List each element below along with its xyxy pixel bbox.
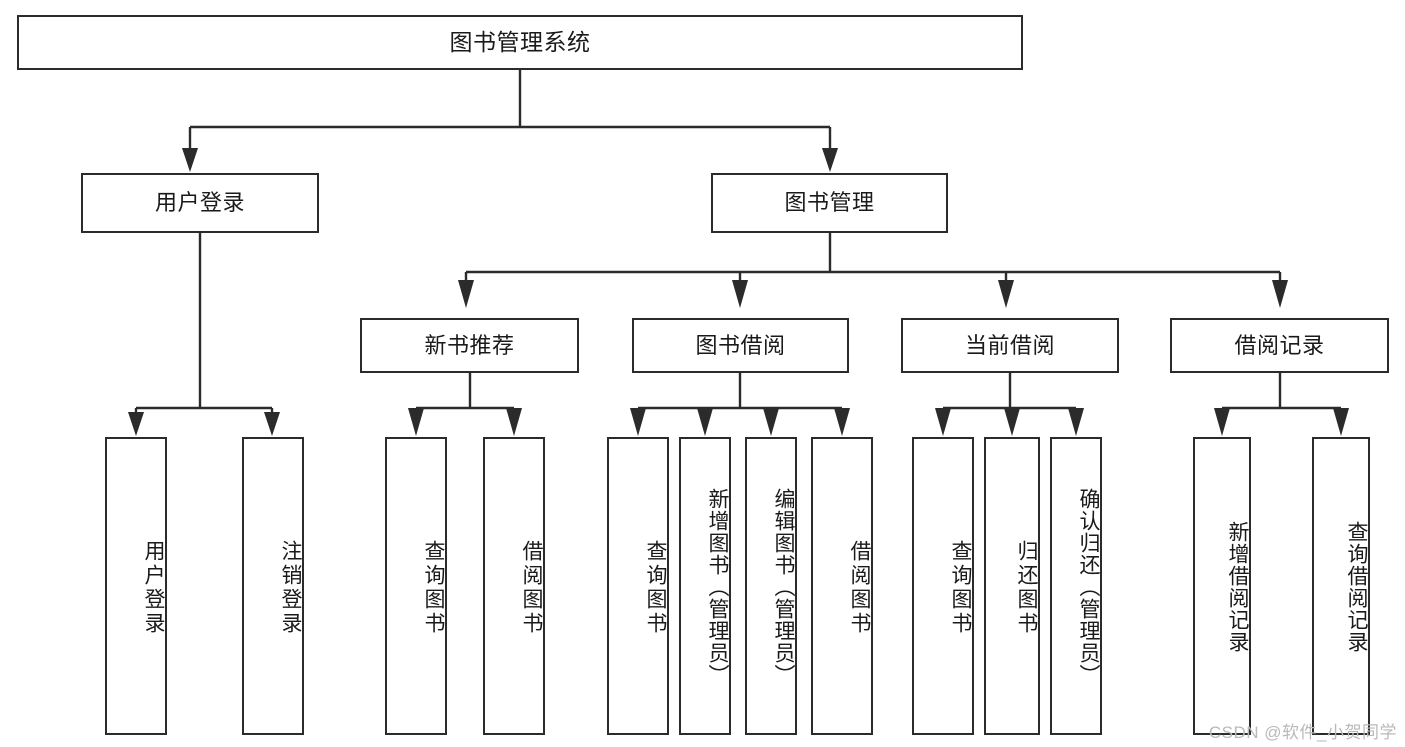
node-root-system[interactable]: 图书管理系统: [17, 15, 1023, 70]
node-borrow-record[interactable]: 借阅记录: [1170, 318, 1389, 373]
node-leaf-borrow-book-recommend[interactable]: 借阅图书: [483, 437, 545, 735]
node-leaf-query-book-borrow[interactable]: 查询图书: [607, 437, 669, 735]
node-book-manage[interactable]: 图书管理: [711, 173, 948, 233]
node-leaf-borrow-book-borrow[interactable]: 借阅图书: [811, 437, 873, 735]
node-book-borrow[interactable]: 图书借阅: [632, 318, 849, 373]
node-leaf-add-book-admin[interactable]: 新增图书（管理员）: [679, 437, 731, 735]
node-leaf-return-book[interactable]: 归还图书: [984, 437, 1040, 735]
node-leaf-query-book-recommend[interactable]: 查询图书: [385, 437, 447, 735]
node-leaf-edit-book-admin[interactable]: 编辑图书（管理员）: [745, 437, 797, 735]
csdn-watermark: CSDN @软件_小贺同学: [1208, 723, 1397, 742]
node-leaf-user-logout[interactable]: 注销登录: [242, 437, 304, 735]
node-leaf-confirm-return-admin[interactable]: 确认归还（管理员）: [1050, 437, 1102, 735]
node-leaf-user-login[interactable]: 用户登录: [105, 437, 167, 735]
node-leaf-query-borrow-record[interactable]: 查询借阅记录: [1312, 437, 1370, 735]
node-new-book-recommend[interactable]: 新书推荐: [360, 318, 579, 373]
node-user-login[interactable]: 用户登录: [81, 173, 319, 233]
node-leaf-query-book-current[interactable]: 查询图书: [912, 437, 974, 735]
node-leaf-add-borrow-record[interactable]: 新增借阅记录: [1193, 437, 1251, 735]
node-current-borrow[interactable]: 当前借阅: [901, 318, 1119, 373]
